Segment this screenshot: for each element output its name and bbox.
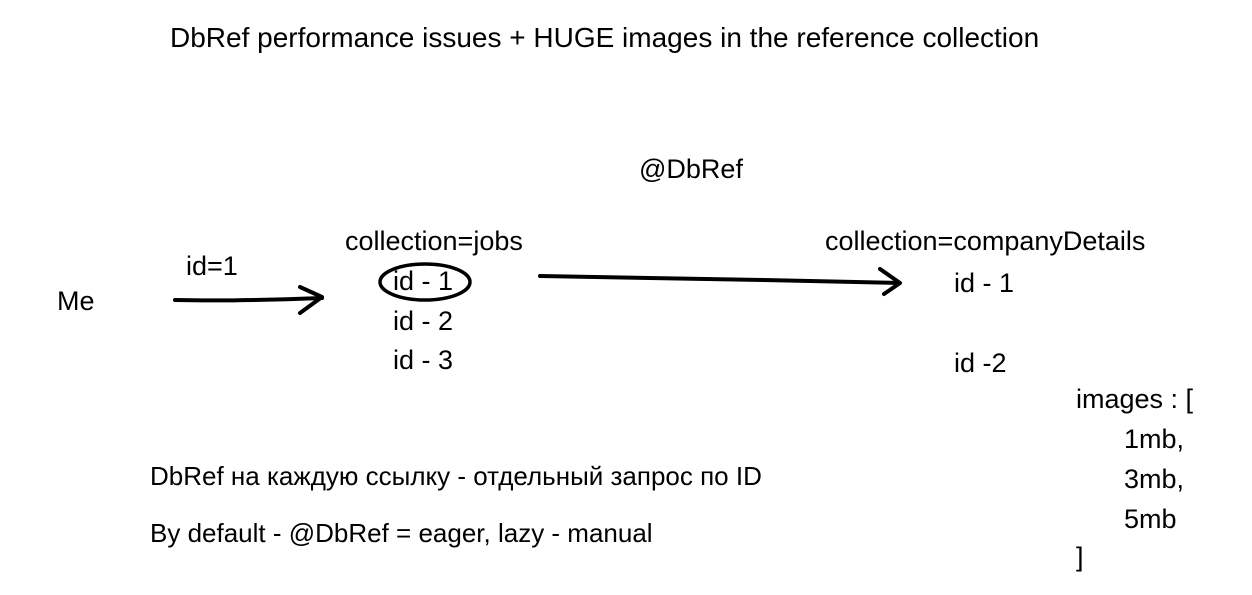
image-size-3: 5mb bbox=[1124, 504, 1177, 534]
me-label: Me bbox=[57, 286, 95, 316]
me-to-jobs-arrow bbox=[173, 285, 324, 315]
jobs-item-2: id - 2 bbox=[393, 306, 454, 336]
diagram-title: DbRef performance issues + HUGE images i… bbox=[170, 22, 1040, 53]
company-details-collection-title: collection=companyDetails bbox=[825, 226, 1146, 256]
company-details-item-2: id -2 bbox=[954, 348, 1007, 378]
jobs-id1-highlight-ellipse bbox=[378, 262, 472, 302]
jobs-item-1: id - 1 bbox=[393, 266, 454, 296]
image-size-2: 3mb, bbox=[1124, 464, 1185, 494]
jobs-item-3: id - 3 bbox=[393, 345, 454, 375]
jobs-collection-title: collection=jobs bbox=[345, 226, 523, 256]
images-array-close: ] bbox=[1076, 542, 1084, 572]
image-size-1: 1mb, bbox=[1124, 424, 1185, 454]
note-separate-query: DbRef на каждую ссылку - отдельный запро… bbox=[150, 461, 762, 491]
note-default-eager: By default - @DbRef = eager, lazy - manu… bbox=[150, 518, 653, 548]
company-details-item-1: id - 1 bbox=[954, 268, 1015, 298]
dbref-annotation: @DbRef bbox=[639, 154, 743, 184]
jobs-to-company-details-arrow bbox=[538, 267, 902, 296]
request-id-label: id=1 bbox=[186, 251, 238, 281]
images-array-open: images : [ bbox=[1076, 384, 1194, 414]
